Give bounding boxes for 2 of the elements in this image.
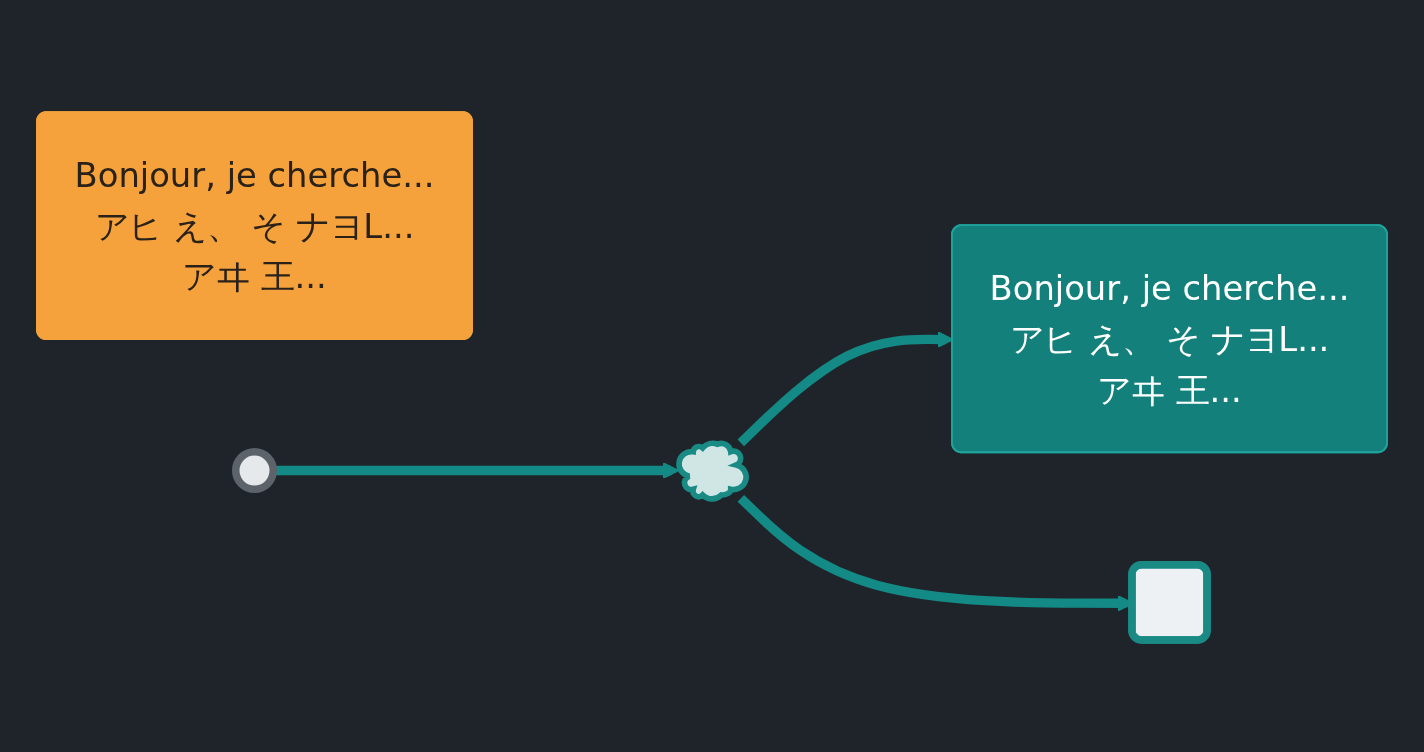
node-person: [232, 448, 278, 494]
node-cloud: [676, 440, 749, 502]
